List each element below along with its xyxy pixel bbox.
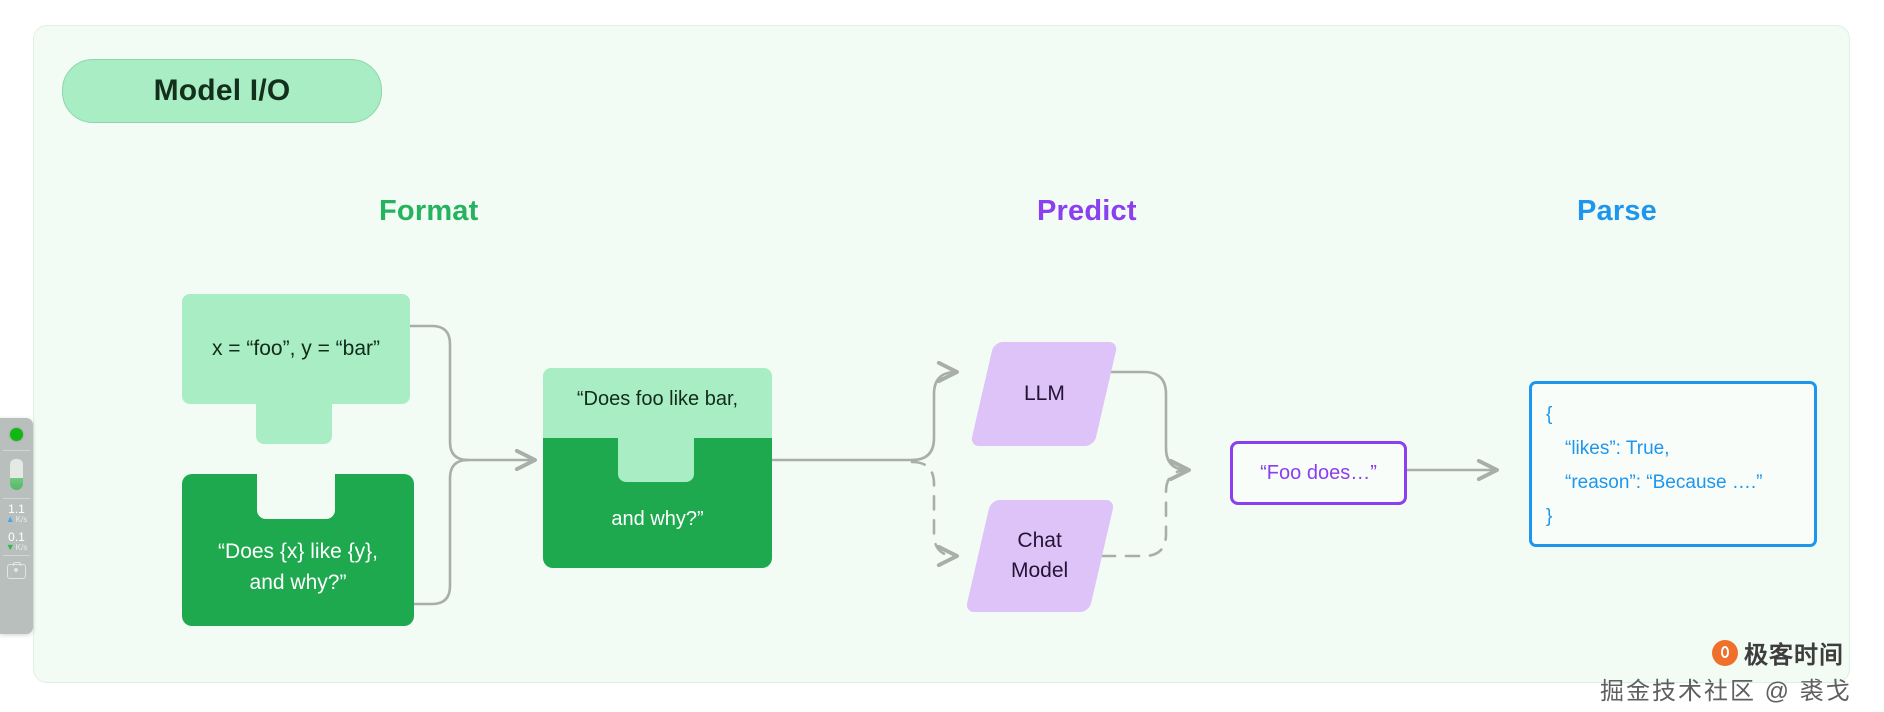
- model-io-badge: Model I/O: [62, 59, 382, 123]
- netspeed-status-cell: [0, 418, 33, 450]
- formatted-prompt-block: “Does foo like bar, and why?”: [543, 368, 772, 568]
- variables-text: x = “foo”, y = “bar”: [211, 337, 381, 360]
- camera-icon: [7, 561, 26, 579]
- variables-block: x = “foo”, y = “bar”: [182, 294, 410, 444]
- upload-speed: 1.1 ▲ K/s: [0, 499, 33, 527]
- prompt-template-text: “Does {x} like {y}, and why?”: [182, 536, 414, 598]
- formatted-prompt-line2: and why?”: [611, 508, 704, 530]
- json-line-2: “likes”: True,: [1565, 438, 1670, 459]
- json-line-3: “reason”: “Because ….”: [1565, 472, 1763, 493]
- formatted-prompt-line1: “Does foo like bar,: [576, 388, 739, 410]
- divider: [3, 498, 30, 499]
- download-value: 0.1: [8, 530, 25, 544]
- geektime-watermark: 极客时间: [1712, 635, 1844, 670]
- llm-label: LLM: [1023, 382, 1065, 405]
- badge-label: Model I/O: [153, 74, 291, 107]
- prompt-template-line1: “Does {x} like {y},: [218, 540, 378, 563]
- column-heading-format: Format: [379, 195, 479, 227]
- merged-light-part: [543, 368, 772, 438]
- divider: [3, 555, 30, 556]
- status-green-dot-icon: [10, 428, 23, 441]
- screenshot-button[interactable]: [0, 556, 33, 585]
- puzzle-notch: [257, 473, 335, 519]
- upload-unit: K/s: [15, 515, 28, 524]
- download-unit: K/s: [15, 543, 28, 552]
- llm-node: LLM: [969, 342, 1119, 446]
- parsed-output-box: { “likes”: True, “reason”: “Because ….” …: [1529, 381, 1817, 547]
- download-speed: 0.1 ▼ K/s: [0, 527, 33, 555]
- merged-puzzle-notch: [618, 438, 694, 482]
- json-line-4: }: [1546, 506, 1553, 527]
- arrow-up-icon: ▲: [5, 514, 15, 524]
- puzzle-tab: [256, 400, 332, 444]
- column-heading-predict: Predict: [1037, 195, 1137, 227]
- divider: [3, 450, 30, 451]
- chat-model-label: Chat Model: [1011, 526, 1068, 586]
- chat-model-line1: Chat: [1017, 529, 1063, 552]
- chat-model-node: Chat Model: [965, 500, 1115, 612]
- juejin-watermark-text: 掘金技术社区 @ 裘戈: [1600, 678, 1852, 705]
- prompt-template-line2: and why?”: [249, 571, 347, 594]
- geektime-logo-icon: [1712, 639, 1738, 666]
- chat-model-line2: Model: [1011, 559, 1069, 582]
- prompt-template-block: “Does {x} like {y}, and why?”: [182, 473, 414, 626]
- netspeed-widget[interactable]: 1.1 ▲ K/s 0.1 ▼ K/s: [0, 418, 33, 634]
- arrow-down-icon: ▼: [5, 542, 15, 552]
- model-response-box: “Foo does…”: [1230, 441, 1407, 505]
- geektime-watermark-text: 极客时间: [1744, 642, 1844, 669]
- battery-gauge-icon: [10, 459, 23, 490]
- model-response-text: “Foo does…”: [1260, 461, 1377, 484]
- json-line-1: {: [1546, 404, 1553, 425]
- netspeed-gauge-cell: [0, 451, 33, 498]
- upload-unit-row: ▲ K/s: [5, 514, 28, 525]
- download-unit-row: ▼ K/s: [5, 542, 28, 553]
- upload-value: 1.1: [8, 502, 25, 516]
- column-heading-parse: Parse: [1577, 195, 1658, 227]
- diagram-card: Model I/O Format Predict Parse x = “foo”…: [33, 25, 1850, 683]
